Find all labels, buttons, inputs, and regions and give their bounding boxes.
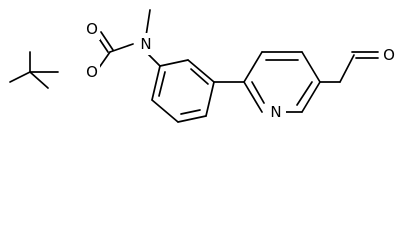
benzene-bond-2 (187, 59, 215, 83)
pyridine-bond-4 (301, 81, 321, 113)
benzene-bond-5 (151, 99, 179, 123)
benzene-bond-3 (205, 81, 215, 117)
aldehyde-group (319, 51, 379, 83)
benzene-inner-bond-3 (158, 71, 166, 97)
benzene-inner-bond-2 (180, 109, 201, 115)
tert-butyl-group (9, 51, 59, 89)
bond-aldehyde-c-h-side (339, 54, 355, 83)
bond-carbonyl-c-to-n (109, 43, 134, 53)
benzene-bond-4 (177, 115, 207, 123)
bond-n-to-methyl (145, 9, 151, 37)
n-pyridine-mask (266, 101, 286, 123)
amine-nitrogen-label: N (140, 35, 151, 53)
molecule-canvas: O O N N O (9, 9, 398, 123)
benzene-bond-6 (151, 65, 161, 101)
carbamate-group (95, 31, 134, 73)
molecule-structure-diagram: O O N N O (9, 9, 398, 123)
o-carbonyl-mask (84, 18, 100, 40)
carbamate-oxygen-ester-label: O (86, 63, 98, 81)
pyridine-bond-6 (243, 81, 263, 113)
pyridine-nitrogen-label: N (270, 103, 281, 121)
benzene-ring (151, 59, 215, 123)
benzene-bond-1 (159, 59, 189, 67)
pyridine-ring (243, 51, 321, 113)
carbamate-oxygen-carbonyl-label: O (86, 20, 98, 38)
o-aldehyde-mask (380, 43, 398, 65)
pyridine-bond-3 (301, 51, 321, 83)
bond-tbu-methyl-left (9, 71, 31, 83)
pyridine-inner-bond-2 (296, 81, 313, 106)
pyridine-inner-bond-3 (251, 81, 265, 104)
o-ester-mask (84, 60, 100, 82)
bond-tbu-methyl-bottom (29, 71, 49, 89)
bond-carbonyl-double-2 (100, 31, 114, 51)
n-amine-mask (137, 33, 155, 55)
atom-labels: O O N N O (84, 18, 398, 123)
aldehyde-oxygen-label: O (383, 46, 395, 64)
pyridine-bond-1 (243, 51, 263, 83)
benzene-inner-bond-1 (190, 68, 209, 85)
